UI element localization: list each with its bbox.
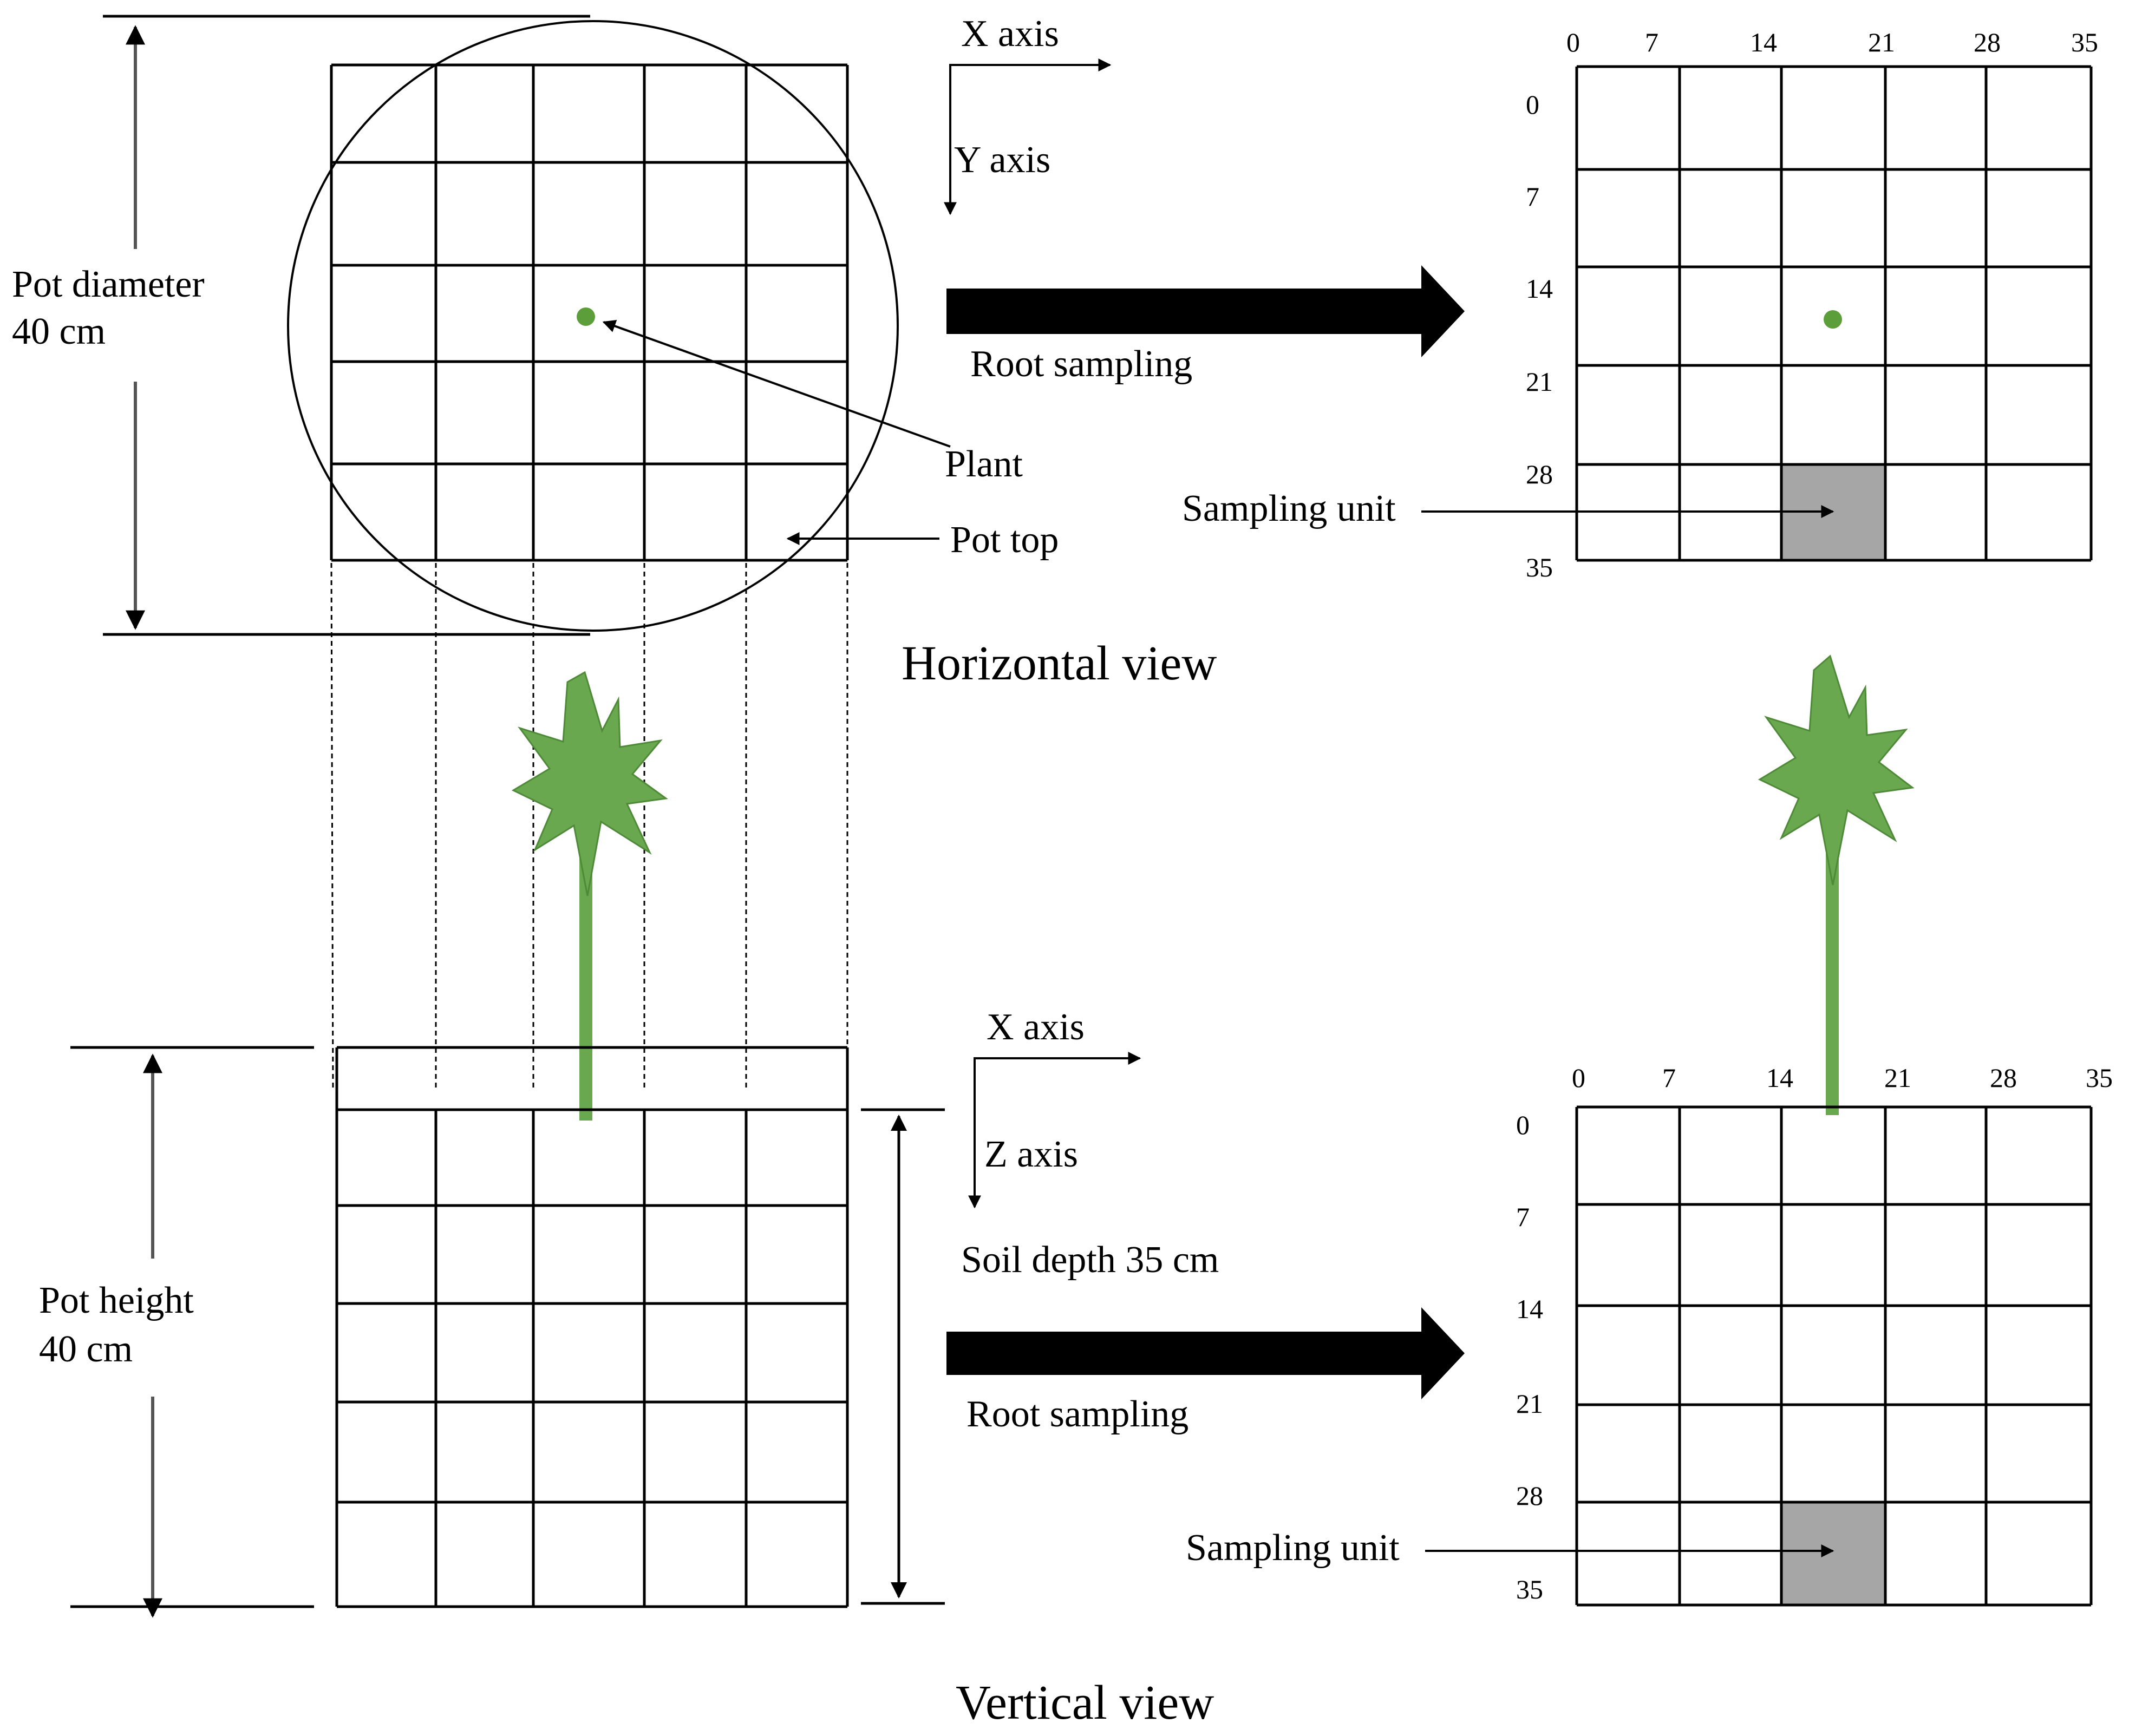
horizontal-row-ticks: 0 7 14 21 28 35 (1526, 89, 1553, 582)
tick-col-top: 35 (2071, 27, 2098, 57)
xz-axis-indicator: X axis Z axis (968, 1006, 1141, 1209)
vertical-row-ticks: 0 7 14 21 28 35 (1516, 1110, 1543, 1604)
sampling-unit-label-bottom: Sampling unit (1186, 1527, 1400, 1569)
tick-col-bottom: 28 (1990, 1063, 2017, 1093)
tick-row-top: 0 (1526, 89, 1539, 120)
plant-dot-grid (1824, 310, 1842, 329)
tick-col-top: 7 (1645, 27, 1658, 57)
x-axis-label-top: X axis (961, 13, 1059, 55)
x-axis-label-bottom: X axis (987, 1006, 1085, 1048)
root-sampling-label-top: Root sampling (970, 343, 1192, 385)
xy-axis-indicator: X axis Y axis (944, 13, 1112, 215)
tick-row-bottom: 21 (1516, 1388, 1543, 1419)
z-axis-label: Z axis (984, 1134, 1078, 1175)
tick-col-bottom: 35 (2086, 1063, 2113, 1093)
tick-row-bottom: 28 (1516, 1480, 1543, 1511)
pot-diameter-label-2: 40 cm (12, 311, 106, 352)
tick-col-bottom: 7 (1662, 1063, 1676, 1093)
pot-height-label-1: Pot height (39, 1280, 194, 1321)
pot-vertical-grid (335, 1108, 849, 1608)
pot-top-circle (287, 20, 899, 632)
sampling-unit-label-top: Sampling unit (1182, 488, 1396, 529)
pot-vertical-drawing: Pot height 40 cm (39, 1046, 945, 1618)
tick-col-bottom: 14 (1766, 1063, 1793, 1093)
y-axis-label: Y axis (954, 139, 1050, 181)
tick-row-top: 21 (1526, 366, 1553, 397)
tick-row-top: 14 (1526, 273, 1553, 304)
tick-col-top: 14 (1750, 27, 1777, 57)
pot-top-label: Pot top (950, 519, 1059, 561)
plant-dot (577, 307, 595, 326)
tick-row-top: 28 (1526, 459, 1553, 489)
tick-col-top: 28 (1974, 27, 2001, 57)
horizontal-view-title: Horizontal view (902, 637, 1217, 690)
tick-row-bottom: 35 (1516, 1574, 1543, 1604)
plant-left (511, 671, 668, 1121)
plant-right (1758, 654, 1915, 1115)
pot-height-label-2: 40 cm (39, 1328, 133, 1370)
tick-col-top: 0 (1566, 27, 1580, 57)
pot-diameter-label-1: Pot diameter (12, 264, 205, 305)
vertical-col-ticks: 0 7 14 21 28 35 (1572, 1063, 2113, 1093)
vertical-view-title: Vertical view (956, 1676, 1214, 1730)
vertical-sampling-grid (1575, 1105, 2093, 1607)
plant-label: Plant (945, 443, 1023, 485)
horizontal-col-ticks: 0 7 14 21 28 35 (1566, 27, 2098, 57)
projection-dashed-lines (330, 562, 848, 1089)
tick-col-bottom: 21 (1884, 1063, 1911, 1093)
root-sampling-arrow-top: Root sampling (946, 265, 1465, 385)
root-sampling-label-bottom: Root sampling (966, 1393, 1188, 1435)
tick-row-bottom: 14 (1516, 1294, 1543, 1324)
tick-row-bottom: 7 (1516, 1202, 1530, 1232)
pot-top-grid (330, 63, 849, 562)
sampling-unit-cell-bottom (1781, 1503, 1885, 1606)
horizontal-sampling-grid (1575, 65, 2093, 562)
root-sampling-arrow-bottom: Root sampling (946, 1307, 1465, 1435)
tick-col-bottom: 0 (1572, 1063, 1585, 1093)
plant-pointer-arrow (602, 320, 951, 448)
soil-depth-label: Soil depth 35 cm (961, 1239, 1219, 1281)
tick-col-top: 21 (1868, 27, 1895, 57)
tick-row-top: 35 (1526, 552, 1553, 582)
tick-row-bottom: 0 (1516, 1110, 1530, 1140)
sampling-unit-cell-top (1781, 466, 1885, 560)
tick-row-top: 7 (1526, 181, 1539, 212)
pot-top-drawing: Pot diameter 40 cm Plant Pot top (12, 15, 1059, 636)
